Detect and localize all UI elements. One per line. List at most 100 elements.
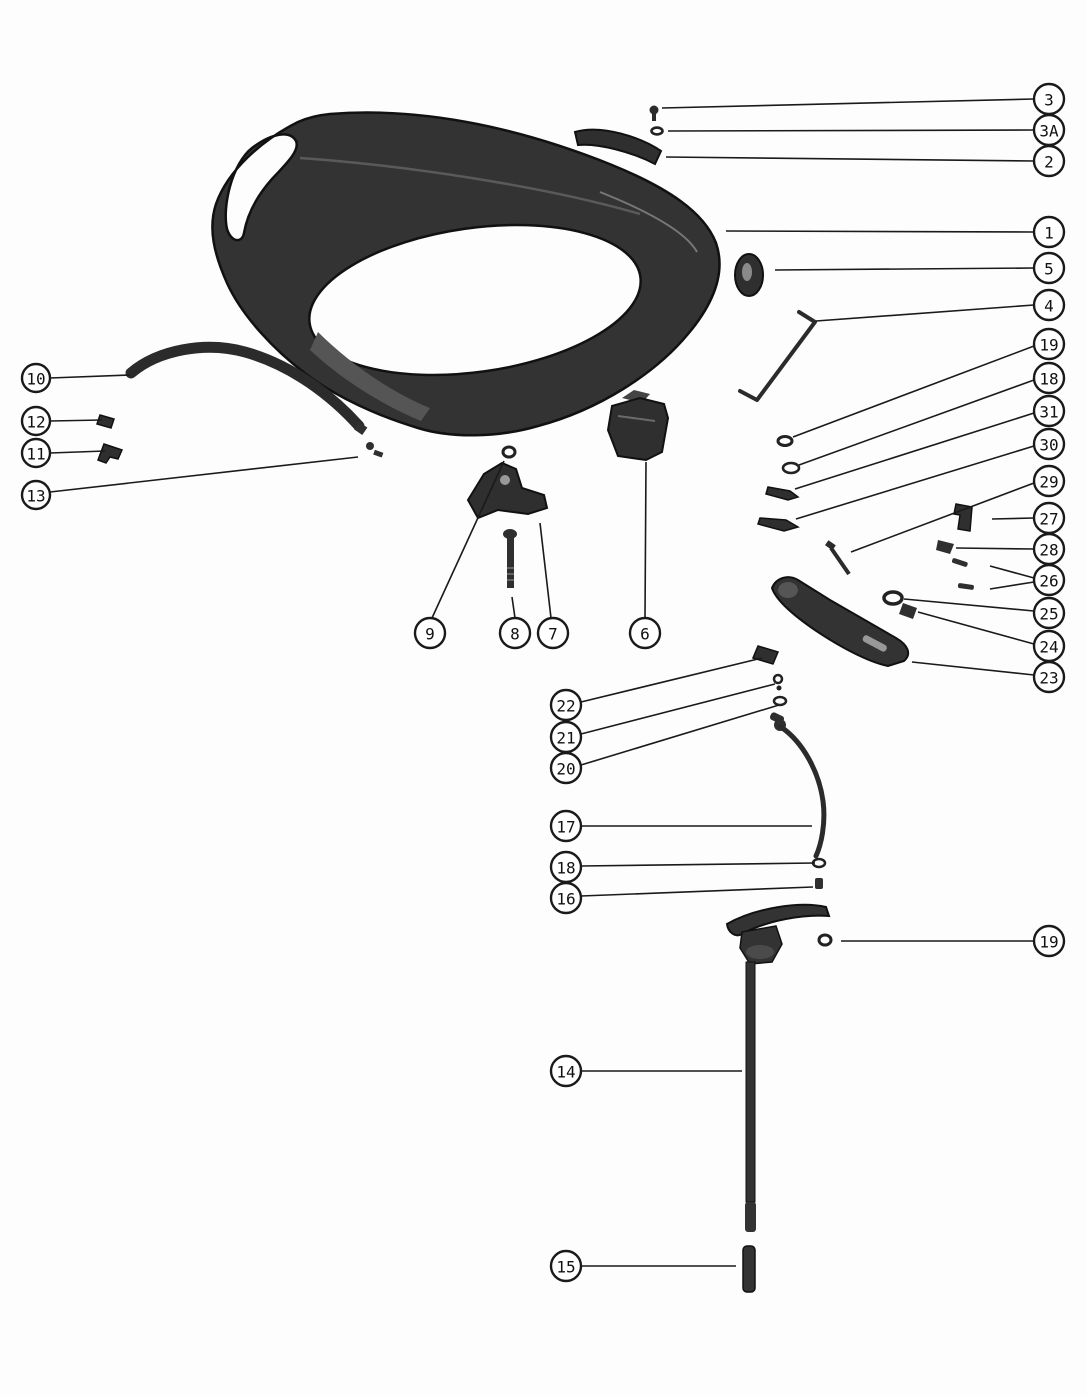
- callout-12: 12: [20, 405, 103, 437]
- leader-line: [774, 267, 1035, 271]
- leader-line: [725, 230, 1035, 233]
- callout-13: 13: [20, 456, 359, 511]
- callout-label: 7: [548, 625, 558, 644]
- callout-circle: [20, 405, 52, 437]
- callout-circle: [1032, 660, 1066, 694]
- callout-label: 3: [1044, 91, 1054, 110]
- leader-line: [903, 598, 1035, 612]
- part-grommet-5: [734, 253, 764, 297]
- callout-circle: [1032, 288, 1066, 322]
- part-tube-10: [125, 341, 368, 435]
- leader-line: [665, 156, 1035, 162]
- leader-line: [539, 522, 552, 619]
- callout-label: 27: [1039, 510, 1058, 529]
- leader-line: [49, 456, 359, 493]
- callout-27: 27: [991, 501, 1066, 535]
- callout-circle: [20, 479, 52, 511]
- part-pin-16: [815, 878, 823, 889]
- callout-28: 28: [955, 532, 1066, 566]
- callout-label: 8: [510, 625, 520, 644]
- leader-line: [795, 445, 1035, 520]
- part-nut-19b: [817, 933, 833, 947]
- callout-label: 30: [1039, 436, 1058, 455]
- callout-19: 19: [792, 327, 1066, 438]
- callout-circle: [20, 437, 52, 469]
- leader-line: [792, 345, 1035, 438]
- leader-line: [911, 661, 1035, 676]
- callout-10: 10: [20, 362, 131, 394]
- callout-label: 4: [1044, 297, 1054, 316]
- callout-label: 16: [556, 890, 575, 909]
- callout-label: 1: [1044, 224, 1054, 243]
- callout-circle: [628, 616, 662, 650]
- callout-3A: 3A: [667, 113, 1066, 147]
- callout-circle: [536, 616, 570, 650]
- callout-label: 9: [425, 625, 435, 644]
- callout-label: 22: [556, 697, 575, 716]
- part-clip-31: [765, 486, 800, 501]
- part-washer-18: [781, 461, 801, 475]
- callout-18: 18: [798, 361, 1066, 466]
- part-grommet-25: [882, 590, 904, 606]
- callout-11: 11: [20, 437, 106, 469]
- callout-4: 4: [815, 288, 1066, 322]
- callout-label: 18: [556, 859, 575, 878]
- leader-line: [431, 460, 505, 619]
- leader-line: [511, 596, 516, 619]
- leader-line: [580, 886, 814, 897]
- leader-line: [815, 304, 1035, 322]
- callout-circle: [549, 809, 583, 843]
- leader-line: [580, 683, 776, 735]
- part-pins-26: [951, 558, 974, 590]
- callout-1: 1: [725, 215, 1066, 249]
- callout-circle: [1032, 924, 1066, 958]
- leader-line: [644, 461, 647, 619]
- cowl-rim-line: [599, 191, 698, 253]
- leader-line: [49, 374, 131, 379]
- callout-circle: [1032, 327, 1066, 361]
- leader-line: [580, 862, 816, 867]
- callouts-layer: 33A2154191831302927282625242319101211139…: [20, 82, 1066, 1283]
- callout-circle: [1032, 215, 1066, 249]
- callout-23: 23: [911, 660, 1066, 694]
- leader-line: [989, 581, 1035, 590]
- callout-circle: [1032, 427, 1066, 461]
- callout-14: 14: [549, 1054, 742, 1088]
- cowl-shading: [310, 332, 430, 421]
- part-wedge-28: [936, 540, 954, 554]
- callout-label: 31: [1039, 403, 1058, 422]
- callout-2: 2: [665, 144, 1066, 178]
- part-shift-handle-14: [725, 903, 831, 1232]
- callout-20: 20: [549, 704, 780, 785]
- callout-24: 24: [917, 611, 1066, 663]
- callout-26: 26: [989, 563, 1066, 597]
- part-wire-rod: [738, 310, 817, 402]
- part-bottom-cowl: [211, 111, 721, 437]
- callout-circle: [1032, 394, 1066, 428]
- callout-18: 18: [549, 850, 816, 884]
- callout-3: 3: [661, 82, 1066, 116]
- callout-circle: [1032, 251, 1066, 285]
- leader-line: [850, 482, 1035, 553]
- callout-label: 23: [1039, 669, 1058, 688]
- callout-19: 19: [841, 924, 1066, 958]
- callout-6: 6: [628, 461, 662, 650]
- leader-line: [794, 412, 1035, 490]
- callout-label: 28: [1039, 541, 1058, 560]
- part-rubber-mount: [606, 390, 670, 462]
- leader-line: [49, 450, 106, 454]
- part-washer-20: [772, 695, 788, 707]
- callout-label: 13: [26, 487, 45, 506]
- callout-label: 29: [1039, 473, 1058, 492]
- callout-31: 31: [794, 394, 1066, 490]
- part-shield-plate: [573, 128, 663, 166]
- callout-16: 16: [549, 881, 814, 915]
- part-fitting-21: [772, 673, 784, 691]
- callout-label: 19: [1039, 336, 1058, 355]
- callout-21: 21: [549, 683, 776, 754]
- callout-circle: [549, 1054, 583, 1088]
- leader-line: [667, 129, 1035, 132]
- callout-label: 6: [640, 625, 650, 644]
- part-fitting-11: [97, 443, 124, 464]
- callout-label: 18: [1039, 370, 1058, 389]
